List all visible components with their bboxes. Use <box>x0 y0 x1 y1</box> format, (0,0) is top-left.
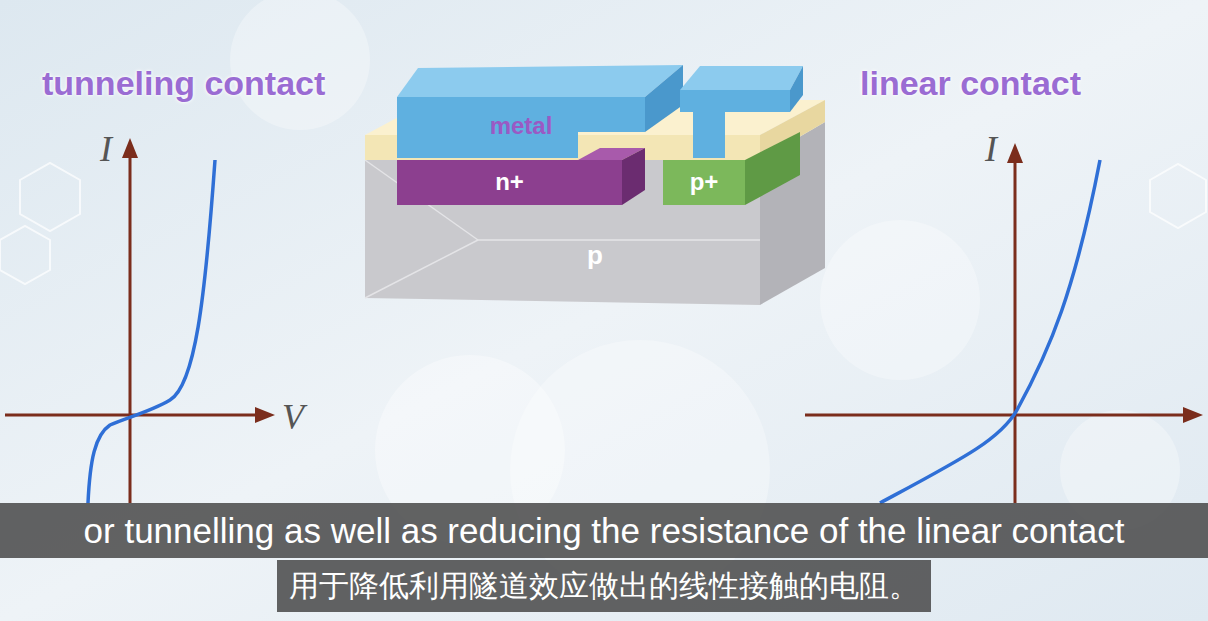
graph-title: linear contact <box>860 64 1081 103</box>
nplus-front <box>397 160 622 205</box>
subtitle-band: 用于降低利用隧道效应做出的线性接触的电阻。 <box>277 560 931 612</box>
substrate-region: p n+ p+ <box>365 160 825 300</box>
axis-arrowhead <box>122 138 138 158</box>
axis-label: V <box>282 396 304 438</box>
axis-line <box>1014 155 1017 503</box>
bokeh-circle <box>820 220 980 380</box>
region-label: p <box>587 240 603 271</box>
metal-front <box>680 90 790 158</box>
doped-region: n+ <box>397 160 622 205</box>
subtitle-band: or tunnelling as well as reducing the re… <box>0 503 1208 558</box>
axis-arrowhead <box>1183 407 1203 423</box>
hexagon-decor <box>20 163 80 231</box>
pplus-front <box>663 160 745 205</box>
region-label: p+ <box>690 168 719 197</box>
hexagon-decor <box>0 226 50 284</box>
axis-line <box>129 150 132 503</box>
iv-curve <box>88 160 215 503</box>
axis-arrowhead <box>1007 143 1023 163</box>
metal-top <box>397 65 683 97</box>
metal-side <box>790 66 803 112</box>
cutaway-edge <box>478 239 760 241</box>
cutaway-edge <box>365 240 478 298</box>
substrate-front <box>365 160 760 305</box>
metal-side <box>645 65 683 132</box>
subtitle-text: or tunnelling as well as reducing the re… <box>84 510 1125 552</box>
axis-label: I <box>985 128 997 170</box>
metal-top <box>680 66 803 90</box>
axis-arrowhead <box>255 407 275 423</box>
graph-title: tunneling contact <box>42 64 325 103</box>
nplus-side <box>622 148 645 205</box>
metal-front <box>397 97 645 158</box>
doped-region: p+ <box>663 160 745 205</box>
axis-line <box>805 414 1190 417</box>
hexagon-decor <box>1150 164 1206 228</box>
subtitle-text: 用于降低利用隧道效应做出的线性接触的电阻。 <box>289 568 919 604</box>
iv-curve <box>880 160 1100 503</box>
axis-label: I <box>100 128 112 170</box>
pplus-side <box>745 132 800 205</box>
region-label: metal <box>490 112 553 141</box>
region-label: n+ <box>495 168 524 197</box>
metal-contact: metal <box>397 97 645 155</box>
